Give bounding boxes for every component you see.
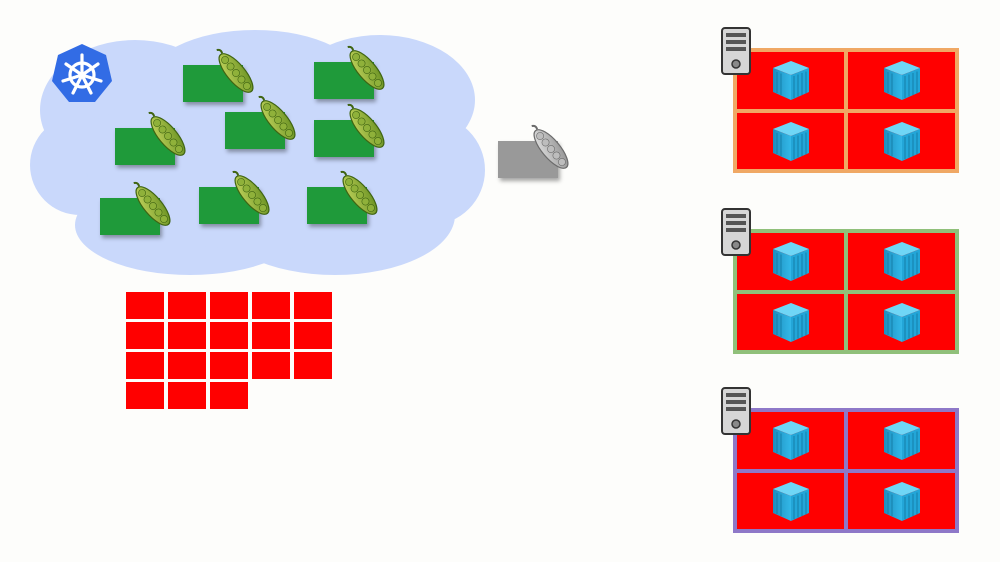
scheduled-pod	[225, 95, 296, 149]
pending-pod	[294, 292, 332, 319]
unscheduled-pod	[498, 124, 569, 178]
server-icon	[721, 387, 751, 435]
container-slot	[737, 412, 844, 469]
container-icon	[883, 302, 920, 342]
scheduled-pod	[199, 170, 270, 224]
pending-pod	[168, 352, 206, 379]
pending-pod	[252, 322, 290, 349]
container-icon	[883, 61, 920, 101]
pending-pod	[126, 352, 164, 379]
pending-pod	[294, 322, 332, 349]
container-slot	[848, 233, 955, 290]
container-slot	[737, 112, 844, 169]
pea-pod-icon	[531, 124, 569, 169]
pending-pod	[126, 292, 164, 319]
pending-pod	[252, 292, 290, 319]
pending-pod	[168, 292, 206, 319]
container-slot	[737, 233, 844, 290]
container-slot	[737, 472, 844, 529]
container-slot	[737, 52, 844, 109]
pending-pod	[294, 352, 332, 379]
container-icon	[772, 421, 809, 461]
scheduled-pod	[307, 170, 378, 224]
pending-pod	[126, 322, 164, 349]
kubernetes-logo-icon	[52, 44, 112, 102]
server-icon	[721, 27, 751, 75]
scheduled-pod	[115, 111, 186, 165]
pea-pod-icon	[216, 48, 254, 93]
pea-pod-icon	[232, 170, 270, 215]
pending-pod	[168, 382, 206, 409]
pending-pod	[210, 292, 248, 319]
container-icon	[772, 481, 809, 521]
container-icon	[772, 61, 809, 101]
scheduled-pod	[183, 48, 254, 102]
node-frame	[733, 229, 959, 354]
container-icon	[772, 302, 809, 342]
container-icon	[883, 242, 920, 282]
container-icon	[772, 242, 809, 282]
server-icon	[721, 208, 751, 256]
container-slot	[848, 52, 955, 109]
container-icon	[883, 121, 920, 161]
container-icon	[883, 481, 920, 521]
pending-pod	[210, 382, 248, 409]
pea-pod-icon	[340, 170, 378, 215]
scheduled-pod	[100, 181, 171, 235]
container-slot	[848, 293, 955, 350]
node-frame	[733, 408, 959, 533]
pea-pod-icon	[347, 103, 385, 148]
pending-pod	[210, 352, 248, 379]
container-icon	[883, 421, 920, 461]
pea-pod-icon	[148, 111, 186, 156]
container-slot	[737, 293, 844, 350]
node-frame	[733, 48, 959, 173]
pending-pod	[210, 322, 248, 349]
scheduled-pod	[314, 45, 385, 99]
scheduled-pod	[314, 103, 385, 157]
pea-pod-icon	[347, 45, 385, 90]
pea-pod-icon	[133, 181, 171, 226]
pea-pod-icon	[258, 95, 296, 140]
pending-pod	[252, 352, 290, 379]
pending-pod	[126, 382, 164, 409]
container-slot	[848, 112, 955, 169]
container-slot	[848, 472, 955, 529]
pending-pod	[168, 322, 206, 349]
container-slot	[848, 412, 955, 469]
container-icon	[772, 121, 809, 161]
